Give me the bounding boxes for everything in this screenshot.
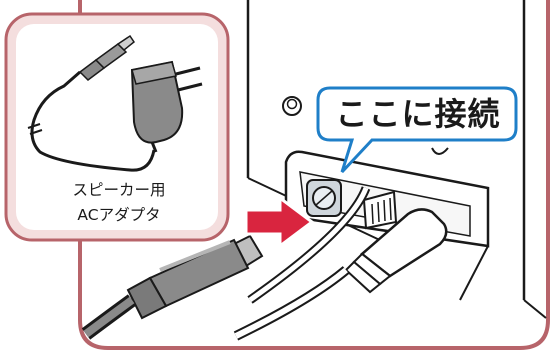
port-icon	[362, 190, 398, 230]
ac-adapter-icon	[27, 34, 203, 172]
connected-cable	[233, 186, 448, 341]
callout-text: ここに接続	[335, 95, 501, 133]
callout-bubble	[316, 86, 518, 174]
adapter-label-line1: スピーカー用	[72, 181, 166, 199]
dc-plug-icon	[81, 234, 264, 340]
adapter-label-line2: ACアダプタ	[77, 206, 161, 224]
main-frame	[78, 0, 550, 350]
adapter-inset	[4, 12, 230, 242]
screw-hole-icon	[282, 96, 302, 116]
dc-socket-icon	[306, 179, 342, 217]
arrow-right-icon	[244, 195, 315, 249]
